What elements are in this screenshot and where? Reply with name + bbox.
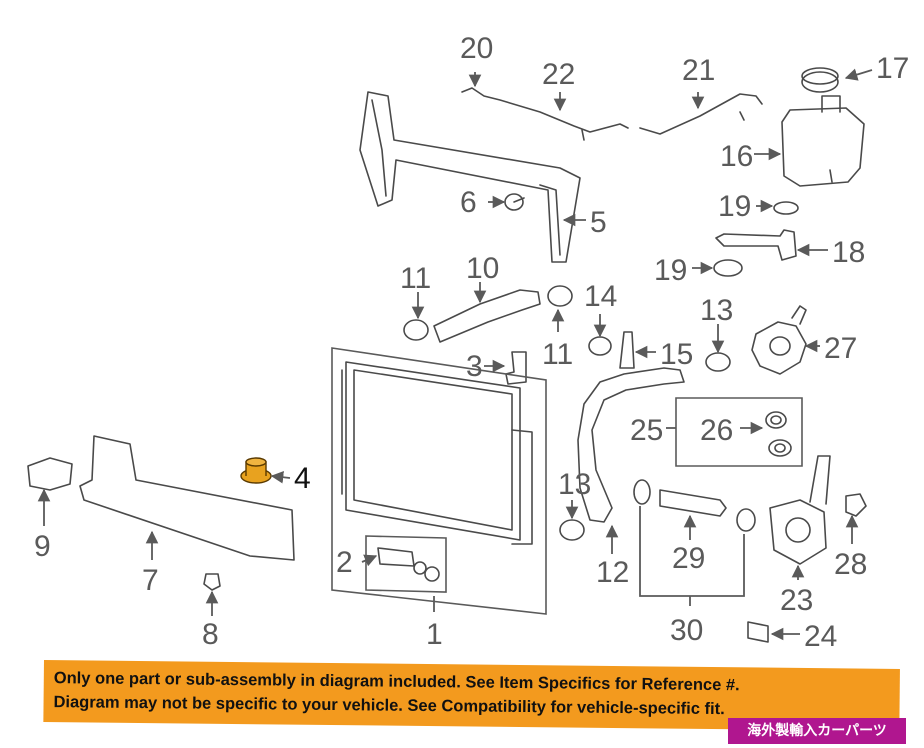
callout-14: 14 bbox=[584, 280, 617, 313]
callout-13b: 13 bbox=[558, 468, 591, 501]
radiator-group-box bbox=[331, 347, 547, 615]
water-outlet-housing bbox=[769, 455, 831, 565]
temperature-sensor bbox=[845, 493, 867, 517]
callout-22: 22 bbox=[542, 58, 575, 91]
reservoir-cap bbox=[801, 67, 839, 93]
hose-clamp bbox=[559, 519, 585, 541]
hose-clamp bbox=[773, 201, 799, 215]
highlighted-part-4 bbox=[240, 457, 272, 484]
callout-28: 28 bbox=[834, 548, 867, 581]
callout-10: 10 bbox=[466, 252, 499, 285]
upper-radiator-hose bbox=[433, 289, 541, 343]
callout-11b: 11 bbox=[542, 338, 573, 371]
callout-5: 5 bbox=[590, 206, 607, 239]
gasket-kit-group bbox=[675, 397, 803, 467]
seller-stamp: 海外製輸入カーパーツ bbox=[728, 718, 906, 744]
o-ring-seal bbox=[633, 479, 651, 505]
callout-23: 23 bbox=[780, 584, 813, 617]
thermostat-housing bbox=[751, 305, 807, 375]
coolant-reservoir bbox=[781, 95, 865, 187]
callout-12: 12 bbox=[596, 556, 629, 589]
callout-8: 8 bbox=[202, 618, 219, 651]
callout-20: 20 bbox=[460, 32, 493, 65]
callout-26: 26 bbox=[700, 414, 733, 447]
hose-clamp bbox=[547, 285, 573, 307]
push-pin-retainer bbox=[203, 573, 221, 591]
hose-clamp bbox=[705, 352, 731, 372]
callout-13a: 13 bbox=[700, 294, 733, 327]
callout-2: 2 bbox=[336, 546, 353, 579]
vent-hose-lines bbox=[461, 87, 763, 141]
callout-19b: 19 bbox=[654, 254, 687, 287]
hose-bracket bbox=[619, 331, 635, 369]
radiator-bracket bbox=[505, 351, 527, 385]
callout-17: 17 bbox=[876, 52, 909, 85]
callout-30: 30 bbox=[670, 614, 703, 647]
bypass-hose bbox=[715, 229, 797, 261]
coolant-pipe bbox=[659, 489, 727, 517]
callout-9: 9 bbox=[34, 530, 51, 563]
callout-29: 29 bbox=[672, 542, 705, 575]
drain-valve-group bbox=[365, 535, 447, 593]
callout-18: 18 bbox=[832, 236, 865, 269]
callout-24: 24 bbox=[804, 620, 837, 653]
hose-clamp bbox=[713, 259, 743, 277]
callout-1: 1 bbox=[426, 618, 443, 651]
hose-clamp bbox=[588, 336, 612, 356]
o-ring-seal bbox=[736, 508, 756, 532]
lower-radiator-hose bbox=[577, 367, 685, 523]
hose-clamp bbox=[403, 319, 429, 341]
callout-11a: 11 bbox=[400, 262, 431, 295]
callout-4: 4 bbox=[294, 462, 311, 495]
callout-21: 21 bbox=[682, 54, 715, 87]
push-pin-retainer bbox=[504, 193, 525, 211]
callout-19a: 19 bbox=[718, 190, 751, 223]
temperature-sensor-left bbox=[27, 457, 73, 491]
callout-25: 25 bbox=[630, 414, 663, 447]
housing-gasket bbox=[747, 621, 769, 643]
radiator-support-frame bbox=[359, 91, 581, 263]
lower-air-deflector bbox=[79, 435, 295, 561]
callout-3: 3 bbox=[466, 350, 483, 383]
callout-16: 16 bbox=[720, 140, 753, 173]
callout-27: 27 bbox=[824, 332, 857, 365]
callout-15: 15 bbox=[660, 338, 693, 371]
leader-lines bbox=[37, 68, 873, 641]
callout-7: 7 bbox=[142, 564, 159, 597]
callout-6: 6 bbox=[460, 186, 477, 219]
callout-labels: 1 2 3 4 5 6 7 8 9 10 11 11 12 13 13 14 1… bbox=[34, 32, 909, 653]
radiator-assembly bbox=[331, 347, 547, 615]
